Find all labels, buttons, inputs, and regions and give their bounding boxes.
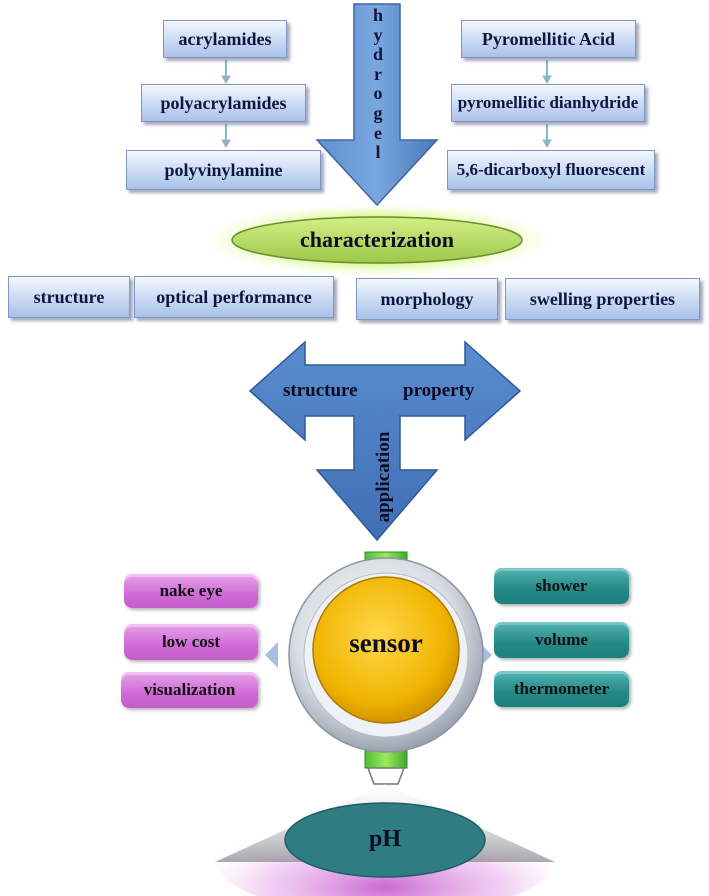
application-thermometer: thermometer [494,671,629,707]
hydrogel-letter: g [373,102,383,123]
box-polyvinylamine: polyvinylamine [126,150,321,190]
arrow-label-structure: structure [283,380,358,401]
hydrogel-letter: o [373,83,383,104]
application-shower: shower [494,568,629,604]
right-chain-arrows [542,60,552,149]
sensor-core [312,576,460,724]
char-item-swelling-properties: swelling properties [505,278,700,320]
hydrogel-letter: l [375,142,381,163]
hydrogel-label: h y d r o g e l [370,5,386,163]
ph-ellipse [284,802,486,878]
characterization-ellipse [231,216,523,264]
structure-property-arrow [248,340,522,542]
box-polyacrylamides: polyacrylamides [141,84,306,122]
char-item-morphology: morphology [356,278,498,320]
hydrogel-letter: d [372,44,383,65]
char-item-structure: structure [8,276,130,318]
hydrogel-arrow [315,3,439,207]
feature-visualization: visualization [121,672,258,708]
bottom-funnel [366,767,406,785]
box-pyromellitic-dianhydride: pyromellitic dianhydride [451,84,645,122]
char-item-optical-performance: optical performance [134,276,334,318]
arrow-label-property: property [403,380,475,401]
application-volume: volume [494,622,629,658]
left-chain-arrows [221,60,231,149]
box-pyromellitic-acid: Pyromellitic Acid [461,20,636,58]
hydrogel-letter: y [373,24,383,45]
box-dicarboxyl-fluorescent: 5,6-dicarboxyl fluorescent [447,150,655,190]
feature-nake-eye: nake eye [124,574,258,608]
characterization-label: characterization [300,227,454,252]
hydrogel-letter: h [372,5,383,25]
hydrogel-letter: e [374,122,382,143]
sensor-label: sensor [349,628,423,658]
arrow-label-application: application [373,431,394,523]
hydrogel-letter: r [374,63,382,84]
box-acrylamides: acrylamides [163,20,287,58]
ph-label: pH [368,826,401,852]
feature-low-cost: low cost [124,624,258,660]
left-arrowhead [265,642,278,668]
